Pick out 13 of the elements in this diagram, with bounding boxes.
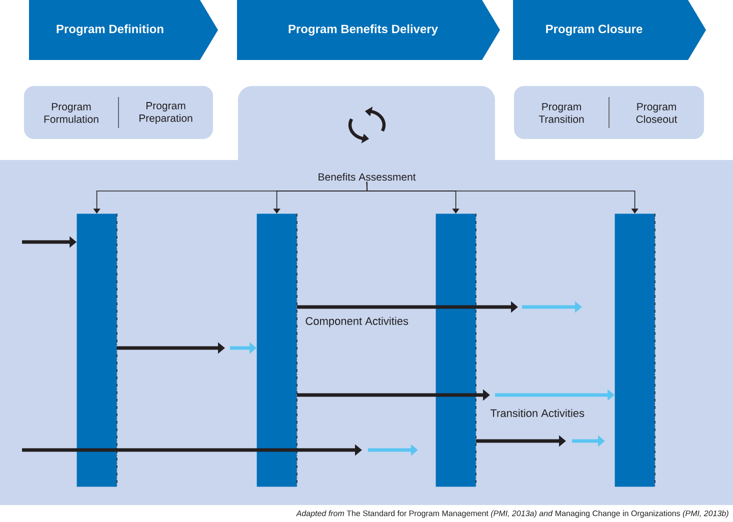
activity-box: Program Formulation Program Preparation (24, 86, 213, 139)
phase-bar (436, 213, 476, 488)
activity-box: Program Transition Program Closeout (514, 86, 704, 139)
activity-label: Component Activities (306, 316, 408, 328)
phase-bar (76, 213, 118, 488)
phase-bar (256, 213, 298, 488)
heading-text: Benefits Assessment (318, 172, 416, 181)
phase-banner: Program Definition (29, 0, 218, 60)
caption: Adapted from The Standard for Program Management (PMI, 2013a) and Managing Change in Organizations (PMI, 2013b) (296, 510, 728, 518)
phase-banner: Program Closure (513, 0, 706, 60)
activity-label: Transition Activities (490, 408, 584, 418)
phase-bar (614, 213, 656, 488)
phase-banner: Program Benefits Delivery (237, 0, 500, 60)
